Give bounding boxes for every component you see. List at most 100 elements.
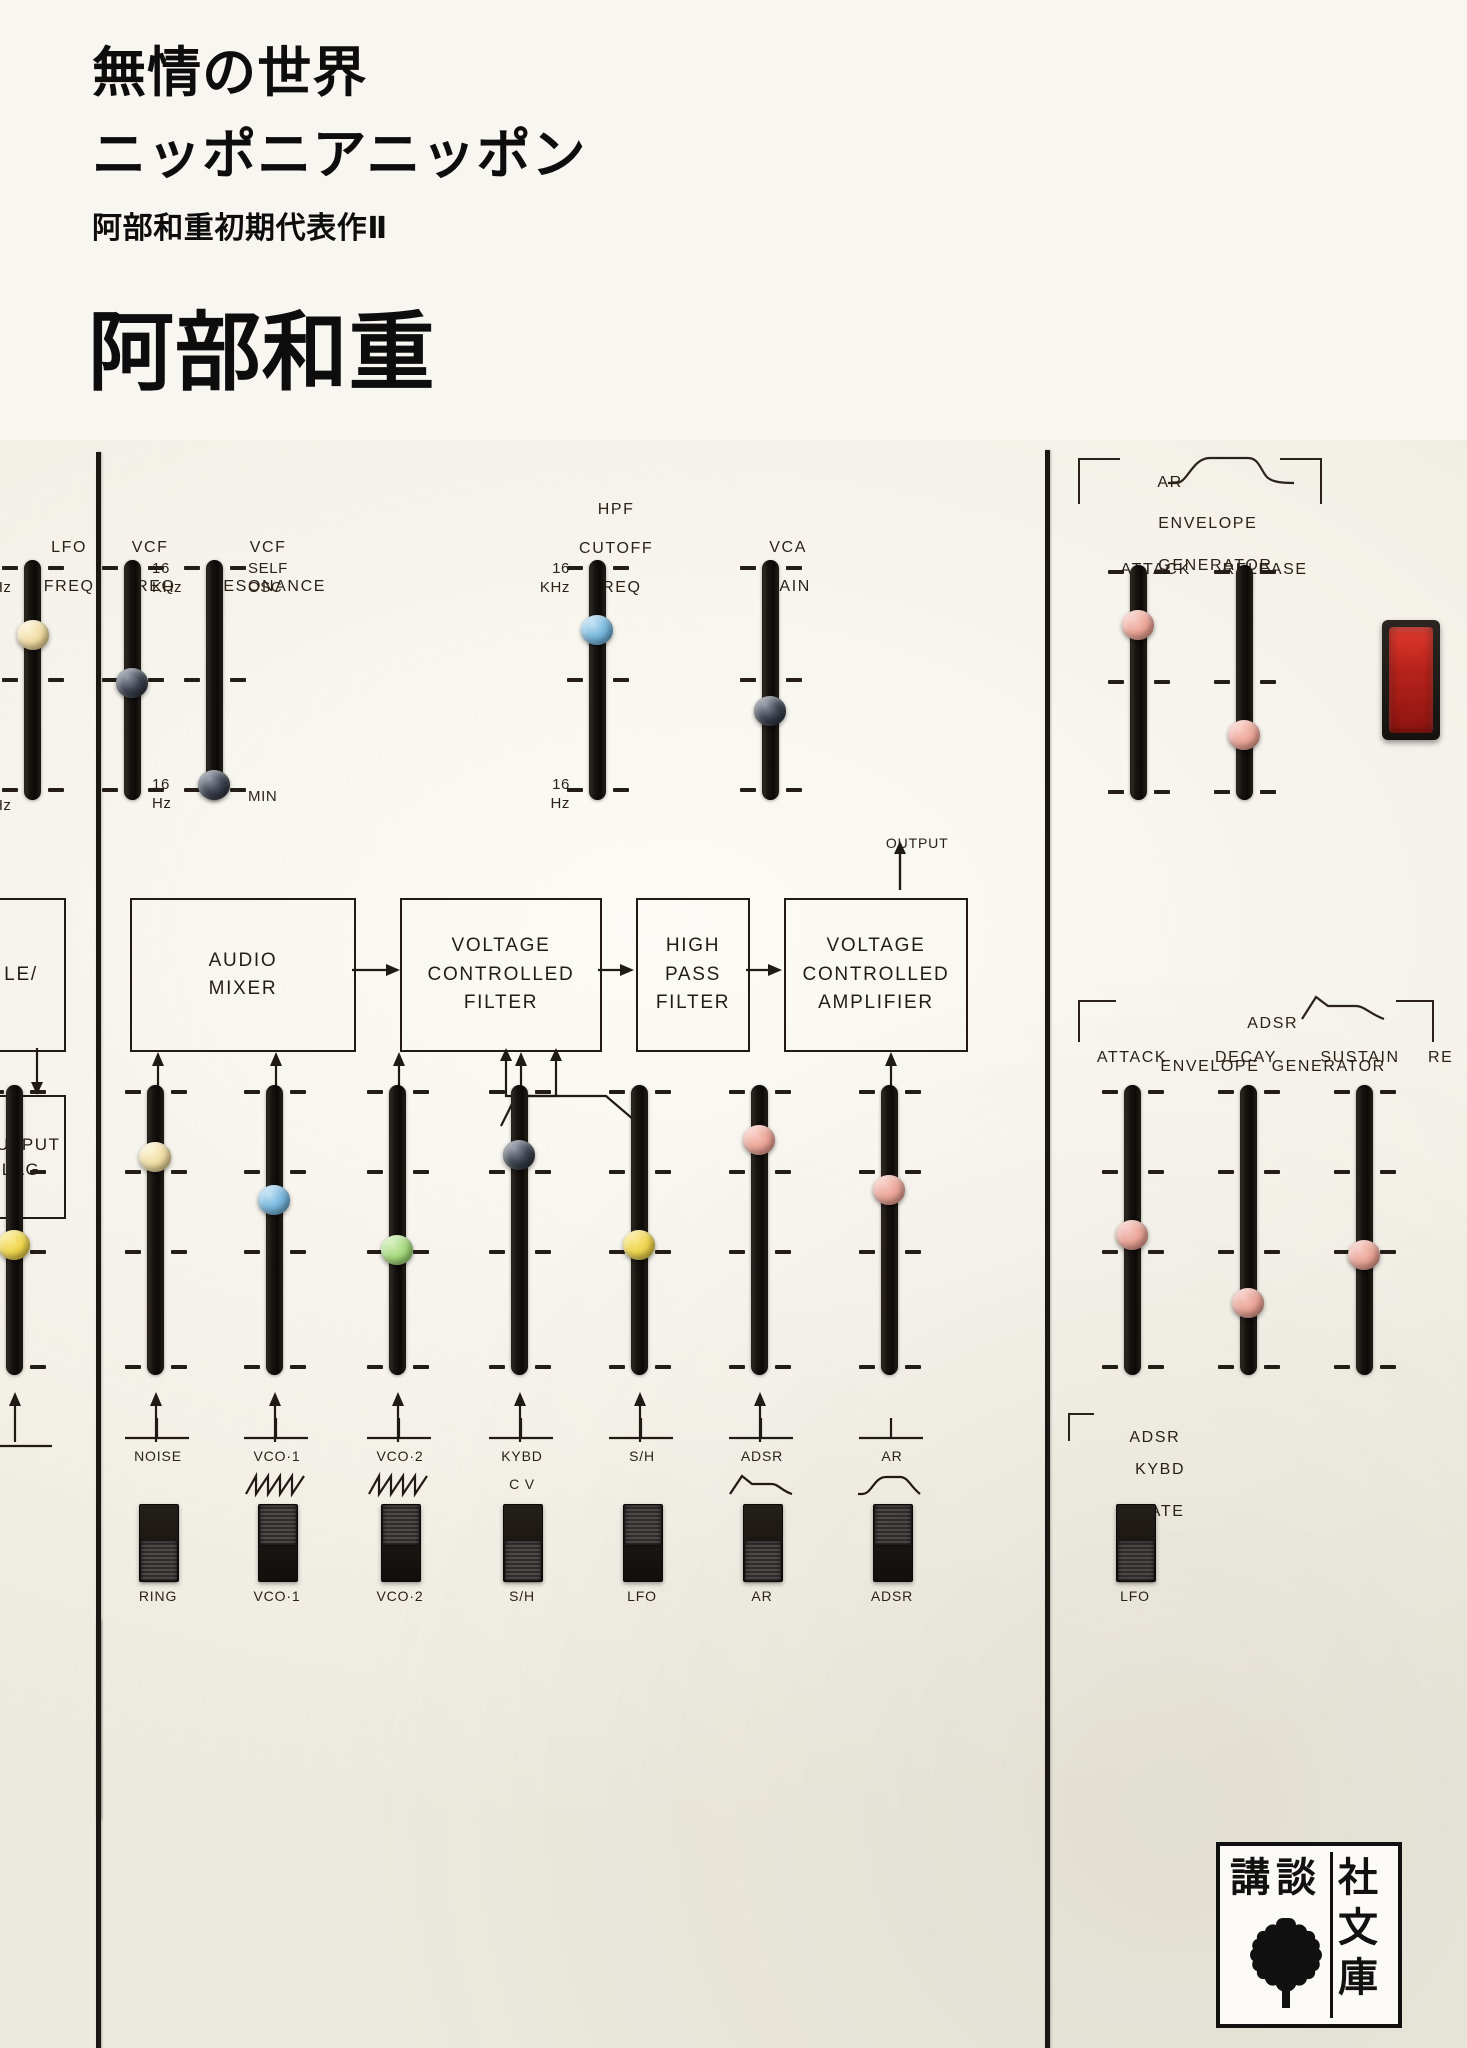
- tick: [184, 678, 200, 682]
- slider-vca-ar-adsr[interactable]: [881, 1085, 898, 1375]
- scale-vcf-freq-bottom: 16 Hz: [152, 776, 172, 812]
- knob-vco2[interactable]: [381, 1235, 413, 1265]
- slider-vco2[interactable]: [389, 1085, 406, 1375]
- switch-lever: [1118, 1541, 1154, 1581]
- audio-mixer-box: AUDIO MIXER: [130, 898, 356, 1052]
- tick: [655, 1250, 671, 1254]
- slider-adsr-sustain[interactable]: [1356, 1085, 1373, 1375]
- tick: [1102, 1250, 1118, 1254]
- adsr-envelope-bracket-right: [1396, 1000, 1434, 1042]
- slider-ar-release[interactable]: [1236, 565, 1253, 800]
- tick: [859, 1170, 875, 1174]
- switch-vco1[interactable]: [258, 1504, 298, 1582]
- tick: [1148, 1090, 1164, 1094]
- tick: [1380, 1090, 1396, 1094]
- knob-hpf-cutoff-freq[interactable]: [581, 615, 613, 645]
- book-subtitle: 阿部和重初期代表作Ⅱ: [92, 211, 388, 246]
- power-rocker-switch[interactable]: [1382, 620, 1440, 740]
- knob-vcf-resonance[interactable]: [198, 770, 230, 800]
- switch-vco2[interactable]: [381, 1504, 421, 1582]
- tick: [613, 678, 629, 682]
- tick: [1218, 1250, 1234, 1254]
- knob-adsr-decay[interactable]: [1232, 1288, 1264, 1318]
- switch-adsr-gate-lfo[interactable]: [1116, 1504, 1156, 1582]
- switch-adsr-ar[interactable]: [743, 1504, 783, 1582]
- tick: [567, 566, 583, 570]
- tick: [30, 1250, 46, 1254]
- scale-lfo-bottom: 2 Hz: [0, 778, 12, 814]
- tick: [1102, 1365, 1118, 1369]
- slider-adsr-ar[interactable]: [751, 1085, 768, 1375]
- voltage-controlled-filter-box: VOLTAGE CONTROLLED FILTER: [400, 898, 602, 1052]
- panel-rail-right: [1045, 450, 1050, 2048]
- slider-vca-gain[interactable]: [762, 560, 779, 800]
- label-ring: RING: [138, 1588, 178, 1604]
- label-adsr-envelope-generator: ADSR ENVELOPE GENERATOR: [1160, 1015, 1386, 1076]
- knob-vcf-freq[interactable]: [116, 668, 148, 698]
- slider-adsr-decay[interactable]: [1240, 1085, 1257, 1375]
- tick: [1108, 790, 1124, 794]
- knob-left-edge[interactable]: [0, 1230, 30, 1260]
- switch-noise-ring[interactable]: [139, 1504, 179, 1582]
- tick: [102, 678, 118, 682]
- tick: [655, 1365, 671, 1369]
- switch-lever: [383, 1505, 419, 1545]
- switch-lever: [141, 1541, 177, 1581]
- knob-ar-attack[interactable]: [1122, 610, 1154, 640]
- knob-sh-lfo[interactable]: [623, 1230, 655, 1260]
- switch-lever: [505, 1541, 541, 1581]
- knob-adsr-attack[interactable]: [1116, 1220, 1148, 1250]
- knob-vca-ar-adsr[interactable]: [873, 1175, 905, 1205]
- arrow-hpf-to-vca: [746, 964, 782, 976]
- slider-kybd-cv[interactable]: [511, 1085, 528, 1375]
- slider-ar-attack[interactable]: [1130, 565, 1147, 800]
- slider-hpf-cutoff-freq[interactable]: [589, 560, 606, 800]
- tick: [244, 1090, 260, 1094]
- tick: [655, 1170, 671, 1174]
- tick: [30, 1090, 46, 1094]
- tick: [567, 678, 583, 682]
- knob-kybd-cv[interactable]: [503, 1140, 535, 1170]
- ar-envelope-bracket-right: [1280, 458, 1322, 504]
- knob-lfo-freq[interactable]: [17, 620, 49, 650]
- switch-lever: [260, 1505, 296, 1545]
- switch-sh-lfo[interactable]: [623, 1504, 663, 1582]
- switch-lever: [875, 1505, 911, 1545]
- tick: [290, 1365, 306, 1369]
- switch-vca-ar-adsr[interactable]: [873, 1504, 913, 1582]
- tick: [609, 1365, 625, 1369]
- logo-char-3: 社: [1338, 1855, 1378, 1901]
- knob-adsr-sustain[interactable]: [1348, 1240, 1380, 1270]
- knob-vca-gain[interactable]: [754, 696, 786, 726]
- oak-leaf-emblem-icon: [1250, 1918, 1322, 2008]
- modulation-routing-lines: [500, 1048, 642, 1127]
- slider-vcf-resonance[interactable]: [206, 560, 223, 800]
- knob-vco1[interactable]: [258, 1185, 290, 1215]
- switch-stem-sh: [609, 1418, 673, 1440]
- tick: [489, 1365, 505, 1369]
- label-vco2-top: VCO·2: [376, 1448, 424, 1464]
- tick: [48, 788, 64, 792]
- knob-ar-release[interactable]: [1228, 720, 1260, 750]
- switch-kybd-sh[interactable]: [503, 1504, 543, 1582]
- tick: [184, 566, 200, 570]
- tick: [413, 1170, 429, 1174]
- tick: [609, 1250, 625, 1254]
- logo-char-5: 庫: [1338, 1955, 1378, 2001]
- switch-lever: [745, 1541, 781, 1581]
- tick: [613, 788, 629, 792]
- logo-char-1: 講: [1230, 1855, 1270, 1901]
- slider-vco1[interactable]: [266, 1085, 283, 1375]
- tick: [367, 1365, 383, 1369]
- switch-stem-noise: [125, 1418, 189, 1440]
- arrow-up-left-edge: [9, 1392, 21, 1442]
- slider-noise-ring[interactable]: [147, 1085, 164, 1375]
- tick: [1214, 570, 1230, 574]
- slider-lfo-freq[interactable]: [24, 560, 41, 800]
- book-author: 阿部和重: [88, 303, 436, 403]
- tick: [48, 678, 64, 682]
- knob-noise-ring[interactable]: [139, 1142, 171, 1172]
- tick: [148, 788, 164, 792]
- tick: [125, 1250, 141, 1254]
- knob-adsr-ar[interactable]: [743, 1125, 775, 1155]
